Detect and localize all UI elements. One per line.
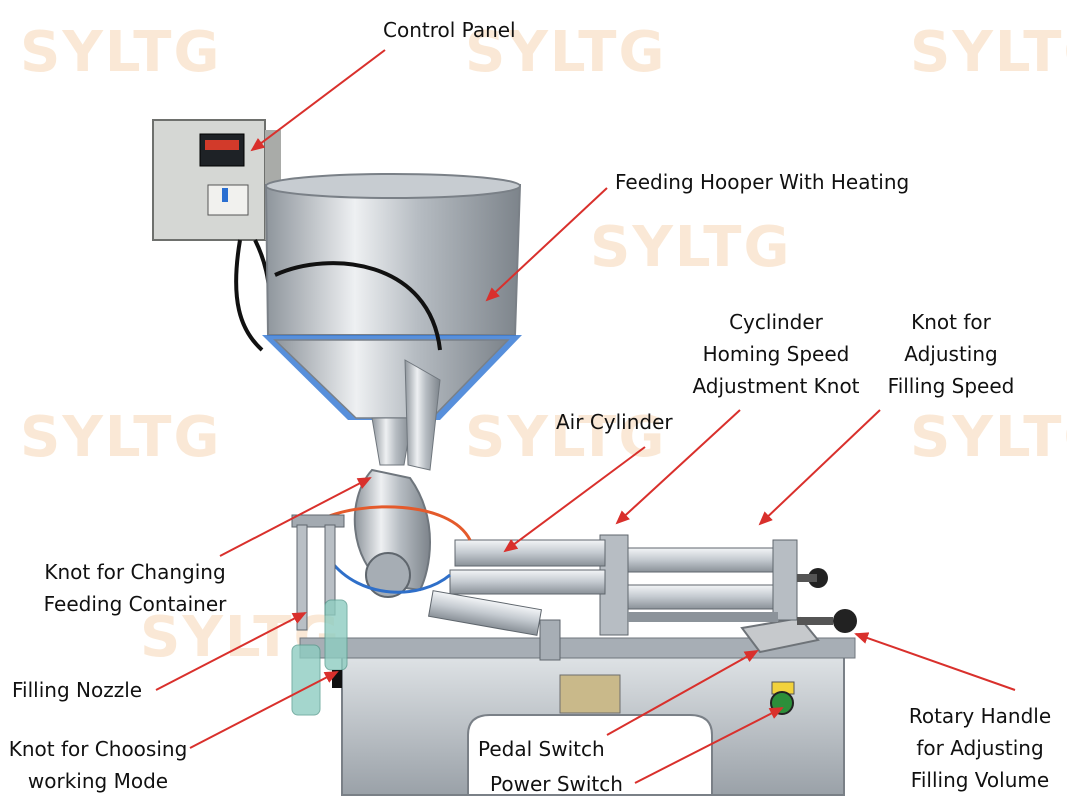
arrow-homing-speed-knot — [615, 409, 741, 525]
arrow-pedal-switch — [606, 650, 759, 736]
base-cabinet — [299, 637, 856, 796]
nozzle-rack — [291, 514, 348, 716]
label-pedal-switch: Pedal Switch — [478, 737, 605, 761]
label-filling-nozzle: Filling Nozzle — [12, 678, 143, 702]
air-cylinder-shape — [427, 539, 606, 661]
label-control-panel: Control Panel — [383, 18, 516, 42]
arrow-changing-container — [219, 477, 372, 557]
power-switch-shape — [770, 681, 795, 715]
label-power-switch: Power Switch — [490, 772, 623, 796]
watermark: SYLTG — [590, 215, 792, 280]
watermark: SYLTG — [20, 405, 222, 470]
arrow-power-switch — [634, 707, 784, 784]
arrow-air-cylinder — [503, 446, 646, 553]
arrow-filling-nozzle — [155, 612, 307, 691]
arrow-feeding-hopper — [485, 187, 608, 302]
watermark: SYLTG — [465, 20, 667, 85]
arrow-control-panel — [250, 49, 386, 152]
watermark: SYLTG — [910, 20, 1067, 85]
watermark: SYLTG — [465, 405, 667, 470]
label-changing-container-knot: Knot for Changing Feeding Container — [43, 560, 227, 616]
label-air-cylinder: Air Cylinder — [556, 410, 673, 434]
label-homing-speed-knot: Cyclinder Homing Speed Adjustment Knot — [692, 310, 860, 398]
watermark: SYLTG — [20, 20, 222, 85]
label-working-mode-knot: Knot for Choosing working Mode — [8, 737, 188, 793]
pedal-switch-shape — [740, 616, 820, 654]
label-rotary-handle: Rotary Handle for Adjusting Filling Volu… — [908, 704, 1052, 792]
hopper-shape — [262, 173, 522, 471]
label-filling-speed-knot: Knot for Adjusting Filling Speed — [887, 310, 1015, 398]
arrow-rotary-handle — [854, 632, 1016, 691]
arrow-filling-speed-knot — [758, 409, 881, 526]
label-feeding-hopper: Feeding Hooper With Heating — [615, 170, 910, 194]
watermark: SYLTG — [910, 405, 1067, 470]
valve-assembly — [319, 468, 472, 598]
arrow-working-mode — [189, 671, 339, 749]
